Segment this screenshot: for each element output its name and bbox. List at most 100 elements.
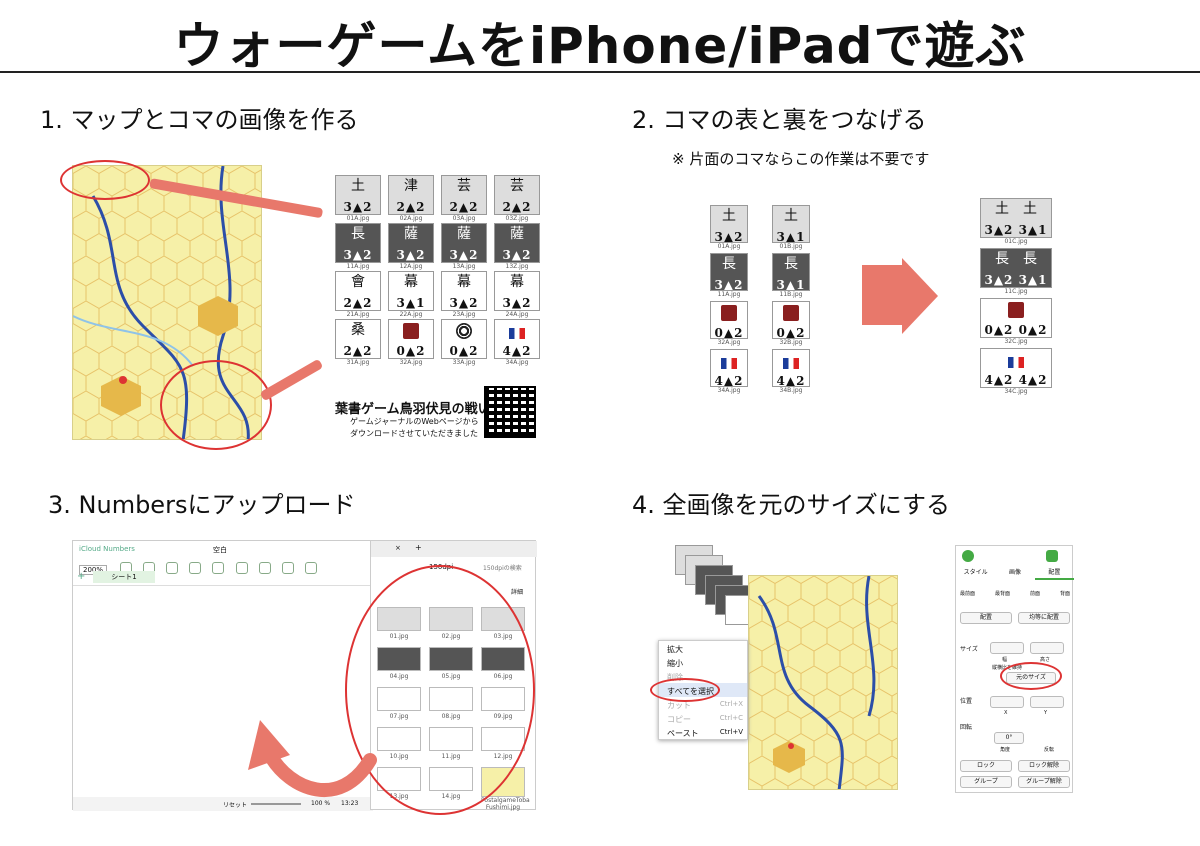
chart-icon[interactable] [212,561,225,574]
crest-icon [1008,302,1024,318]
angle-field[interactable]: 0° [994,732,1024,744]
angle-label: 角度 [1000,747,1011,753]
explorer-search[interactable]: 150dpiの検索 [483,565,522,572]
text-icon[interactable] [235,561,248,574]
counter-values: 4▲2 [714,374,744,387]
insert-icon[interactable] [166,561,179,574]
tab-style[interactable]: スタイル [963,569,988,576]
counter[interactable]: 4▲2 [494,319,540,359]
credit-line1: ゲームジャーナルのWebページから [350,417,479,426]
explorer-new-tab[interactable]: + [415,543,422,552]
shape-icon[interactable] [258,561,271,574]
counter-values: 3▲2 [343,248,373,262]
step1-heading: 1. マップとコマの画像を作る [40,106,359,134]
tab-arrange[interactable]: 配置 [1034,566,1074,580]
counter-symbol: 幕 [404,274,418,290]
counter-values: 3▲2 [343,200,373,214]
backward-button[interactable]: 背面 [1059,591,1070,597]
counter[interactable]: 4▲2 4▲2 [980,348,1052,388]
counter[interactable]: 0▲2 [772,301,810,339]
file-caption: 34A.jpg [505,359,529,366]
table-icon[interactable] [189,561,202,574]
context-menu-item[interactable]: 縮小 [659,655,747,669]
highlight-circle-bottom [160,360,272,450]
file-caption: 03Z.jpg [505,215,529,222]
x-label: X [1004,710,1008,716]
align-select[interactable]: 配置 [960,612,1012,624]
counter[interactable]: 0▲2 [710,301,748,339]
group-button[interactable]: グループ [960,776,1012,788]
detail-button[interactable]: 詳細 [511,589,524,596]
counter[interactable]: 0▲2 [441,319,487,359]
forward-button[interactable]: 前面 [1029,591,1040,597]
bring-front-button[interactable]: 最前面 [960,591,976,597]
sheet-tab[interactable]: シート1 [93,571,155,583]
lock-button[interactable]: ロック [960,760,1012,772]
counter[interactable]: 土 3▲2 [335,175,381,215]
arrange-buttons: 最前面 最背面 前面 背面 [960,590,1070,597]
counter-symbol: 土 [784,208,798,224]
add-icon[interactable] [962,550,974,562]
highlight-circle-top [60,160,150,200]
counter-values: 2▲2 [502,200,532,214]
y-field[interactable] [1030,696,1064,708]
counter[interactable]: 0▲2 [388,319,434,359]
counter[interactable]: 0▲2 0▲2 [980,298,1052,338]
app-name: iCloud Numbers [79,545,135,553]
add-sheet-button[interactable]: + [77,571,86,582]
clock: 13:23 [341,800,359,807]
counter-symbol: 土 [722,208,736,224]
counter-values: 3▲2 [502,296,532,310]
counter[interactable]: 4▲2 [710,349,748,387]
ungroup-button[interactable]: グループ解除 [1018,776,1070,788]
explorer-close-tab[interactable]: × [395,544,401,552]
x-field[interactable] [990,696,1024,708]
step2-note: ※ 片面のコマならこの作業は不要です [672,150,930,168]
tab-image[interactable]: 画像 [1008,569,1021,576]
reset-button[interactable]: リセット [223,802,248,809]
context-menu-item[interactable]: 拡大 [659,641,747,655]
size-label: サイズ [960,646,978,653]
file-caption: 32C.jpg [1004,338,1028,345]
height-field[interactable] [1030,642,1064,654]
distribute-select[interactable]: 均等に配置 [1018,612,1070,624]
width-field[interactable] [990,642,1024,654]
crest-icon [721,305,737,321]
qr-code-icon[interactable] [484,386,536,438]
step4-heading: 4. 全画像を元のサイズにする [632,491,951,519]
send-back-button[interactable]: 最背面 [994,591,1010,597]
counter-symbol: 長 [784,256,798,272]
comment-icon[interactable] [304,561,317,574]
counter[interactable]: 4▲2 [772,349,810,387]
format-icon[interactable] [1046,550,1058,562]
media-icon[interactable] [281,561,294,574]
unlock-button[interactable]: ロック解除 [1018,760,1070,772]
zoom-slider[interactable] [251,803,301,805]
counter-symbol: 土 [351,178,365,194]
menu-item-label: 縮小 [667,659,683,668]
inspector-tabs: スタイル 画像 配置 [956,566,1074,580]
zoom-percent: 100 % [311,800,331,807]
file-caption: 02A.jpg [399,215,423,222]
